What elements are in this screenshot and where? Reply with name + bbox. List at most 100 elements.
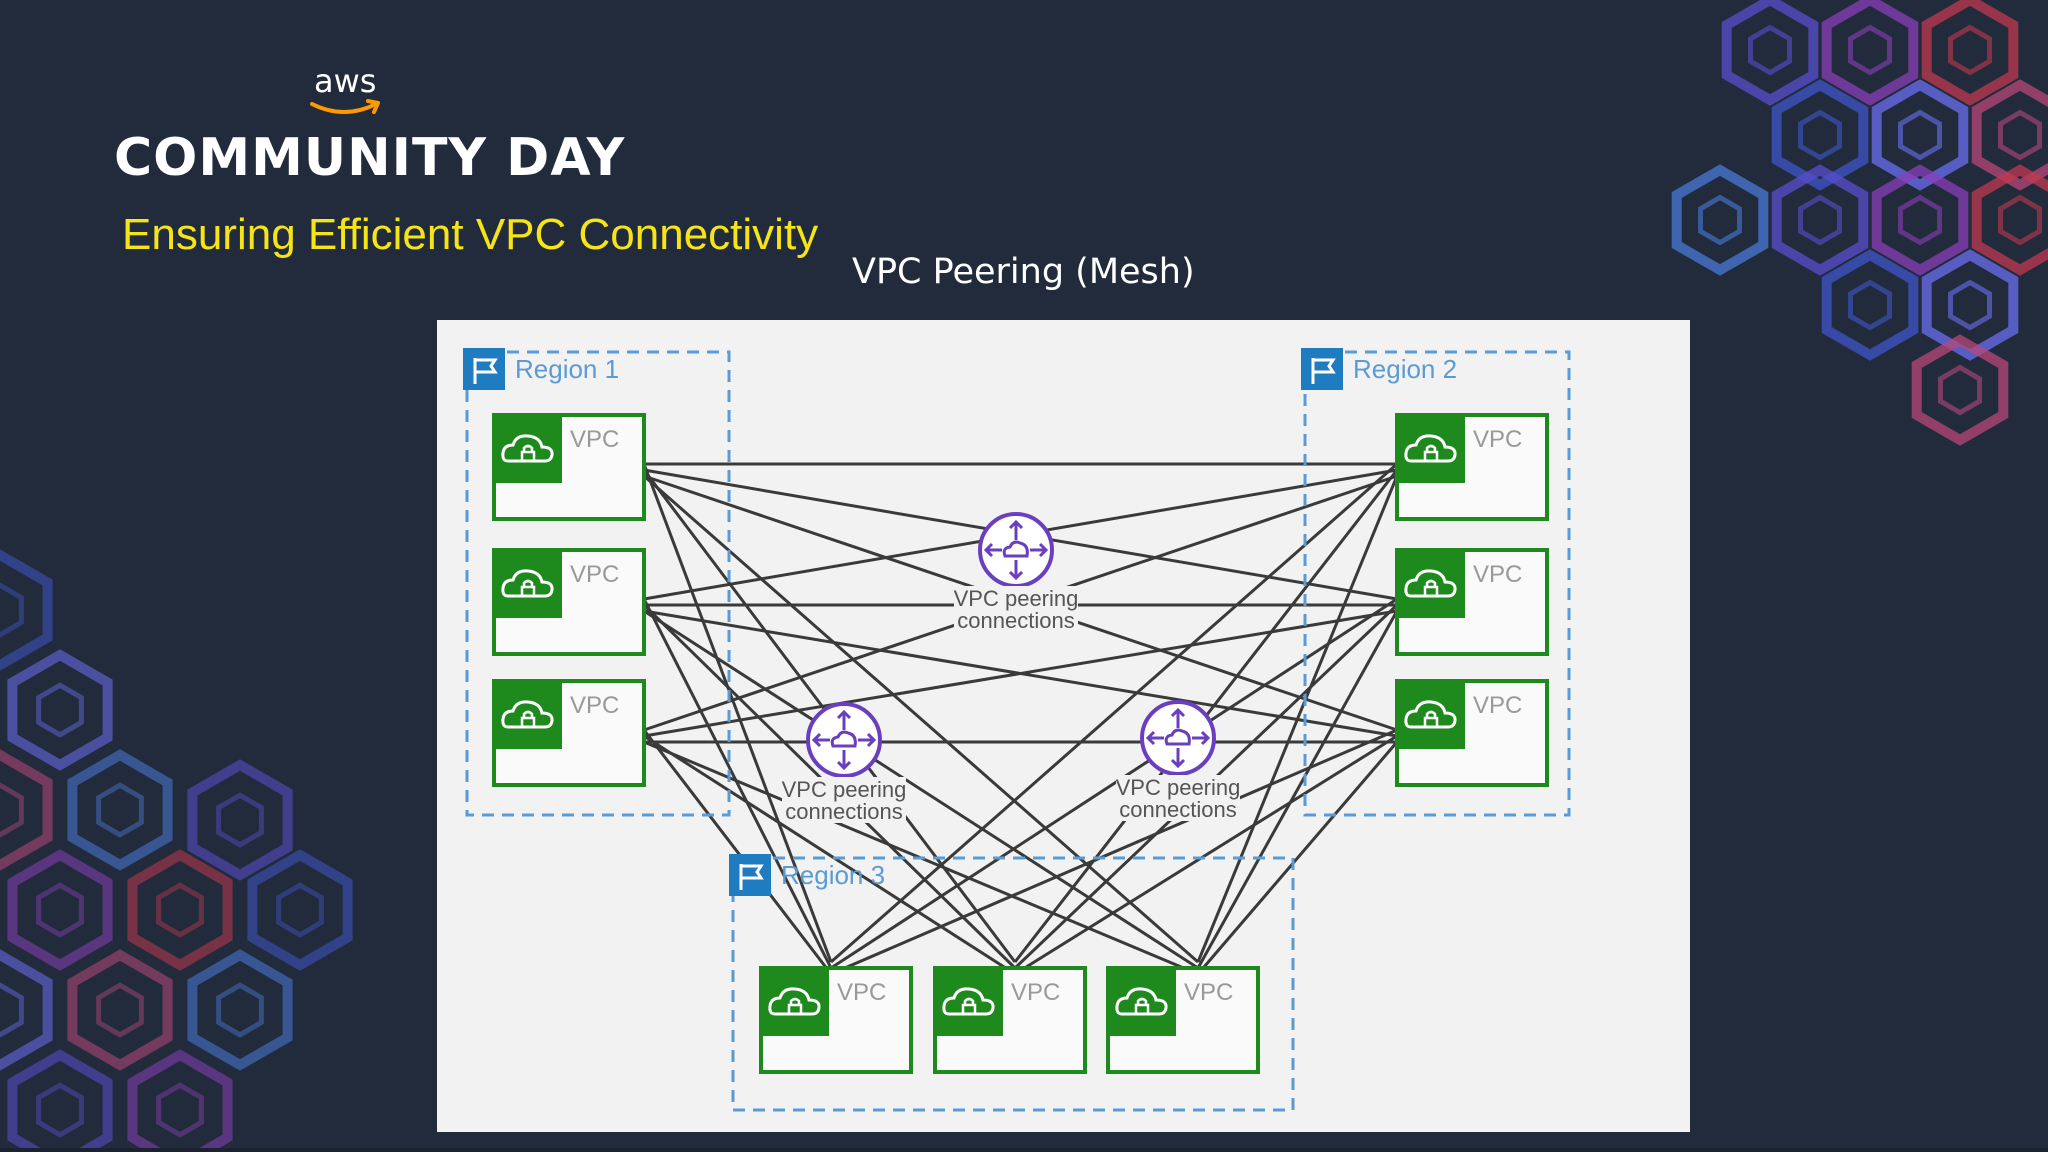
hub-label-bg xyxy=(782,777,906,823)
peering-connection-line xyxy=(1196,741,1399,975)
hexagon-shape xyxy=(1971,79,2048,191)
hub-arrow xyxy=(1192,730,1211,746)
lock-shackle xyxy=(522,579,534,587)
aws-smile-icon xyxy=(310,99,380,114)
cube-glyph xyxy=(1748,24,1792,76)
hexagon-decoration-top-right xyxy=(1671,0,2048,446)
hexagon-shape xyxy=(1921,249,2019,361)
cube-glyph xyxy=(96,982,144,1038)
bottom-strip xyxy=(0,1148,2048,1152)
cloud-lock-icon xyxy=(501,700,554,729)
event-title: COMMUNITY DAY xyxy=(114,128,626,188)
hexagon-shape xyxy=(1721,0,1819,106)
cube-glyph xyxy=(1898,194,1942,246)
lock-body xyxy=(520,716,536,729)
hexagon-shape xyxy=(0,949,53,1071)
hexagon-shape xyxy=(1671,164,1769,276)
flag-glyph xyxy=(473,358,498,384)
vpc-box: VPC xyxy=(1395,679,1549,787)
cube-glyph xyxy=(1998,109,2042,161)
vpc-label: VPC xyxy=(1184,979,1233,1006)
vpc-label: VPC xyxy=(1473,692,1522,719)
hub-label-bg xyxy=(954,586,1078,632)
hexagon-shape xyxy=(1911,334,2009,446)
region-flag-icon xyxy=(1301,348,1343,390)
cube-glyph xyxy=(1948,279,1992,331)
hub-arrow xyxy=(1008,519,1024,540)
peering-hub-icon xyxy=(806,702,882,778)
peering-connection-line xyxy=(1196,475,1399,963)
peering-connection-line xyxy=(830,728,1398,976)
hub-label-line1: VPC peering xyxy=(954,586,1079,611)
hexagon-shape xyxy=(1821,0,1919,106)
cube-glyph xyxy=(36,882,84,938)
region-label: Region 3 xyxy=(781,860,885,890)
cube-glyph xyxy=(36,1082,84,1138)
hexagon-shape xyxy=(7,649,113,771)
diagram-panel: Region 1 VPC VPC VPC Region 2 VPC VPC VPC Region… xyxy=(437,320,1690,1132)
hexagon-shape xyxy=(7,1049,113,1152)
cube-glyph xyxy=(36,682,84,738)
hexagon-shape xyxy=(0,749,53,871)
hub-label-line1: VPC peering xyxy=(1116,775,1241,800)
cube-glyph xyxy=(1998,194,2042,246)
region-label: Region 1 xyxy=(515,354,619,384)
hexagon-shape xyxy=(1771,164,1869,276)
vpc-label: VPC xyxy=(837,979,886,1006)
region-flag-bg xyxy=(463,348,505,390)
hub-arrow xyxy=(836,709,852,730)
vpc-label: VPC xyxy=(1473,426,1522,453)
cloud-lock-icon xyxy=(1115,987,1168,1016)
region-label: Region 2 xyxy=(1353,354,1457,384)
cloud-lock-icon xyxy=(942,987,995,1016)
lock-body xyxy=(1423,585,1439,598)
cube-glyph xyxy=(1698,194,1742,246)
hexagon-shape xyxy=(1921,0,2019,106)
lock-shackle xyxy=(1425,710,1437,718)
peering-connection-line xyxy=(830,462,1398,964)
cube-glyph xyxy=(156,882,204,938)
hexagon-shape xyxy=(127,1049,233,1152)
hub-arrow xyxy=(1030,542,1049,558)
cube-glyph xyxy=(1848,279,1892,331)
cube-glyph xyxy=(1798,194,1842,246)
vpc-box: VPC xyxy=(492,679,646,787)
lock-shackle xyxy=(522,710,534,718)
hub-label-line1: VPC peering xyxy=(782,777,907,802)
cube-glyph xyxy=(1798,109,1842,161)
hexagon-shape xyxy=(1871,164,1969,276)
flag-glyph xyxy=(1311,358,1336,384)
cube-glyph xyxy=(156,1082,204,1138)
lock-shackle xyxy=(789,997,801,1005)
cube-glyph xyxy=(216,982,264,1038)
lock-body xyxy=(1423,716,1439,729)
cube-glyph xyxy=(276,882,324,938)
hub-arrow xyxy=(1170,748,1186,769)
cube-glyph xyxy=(96,782,144,838)
region-boundary xyxy=(465,350,731,817)
cloud-lock-icon xyxy=(768,987,821,1016)
cloud-lock-icon xyxy=(1404,569,1457,598)
cube-glyph xyxy=(1948,24,1992,76)
vpc-box: VPC xyxy=(1395,548,1549,656)
vpc-box: VPC xyxy=(492,548,646,656)
cube-glyph xyxy=(1898,109,1942,161)
hub-label-line2: connections xyxy=(957,608,1074,633)
aws-logo: aws xyxy=(296,62,396,122)
cube-glyph xyxy=(1848,24,1892,76)
lock-shackle xyxy=(1425,444,1437,452)
peering-connection-line xyxy=(643,609,1199,970)
cloud-lock-icon xyxy=(1404,434,1457,463)
peering-connection-line xyxy=(1014,734,1398,976)
vpc-label: VPC xyxy=(1473,561,1522,588)
hub-cloud-glyph xyxy=(1002,540,1029,558)
vpc-label: VPC xyxy=(570,561,619,588)
lock-body xyxy=(1134,1003,1150,1016)
hub-arrow xyxy=(836,750,852,771)
